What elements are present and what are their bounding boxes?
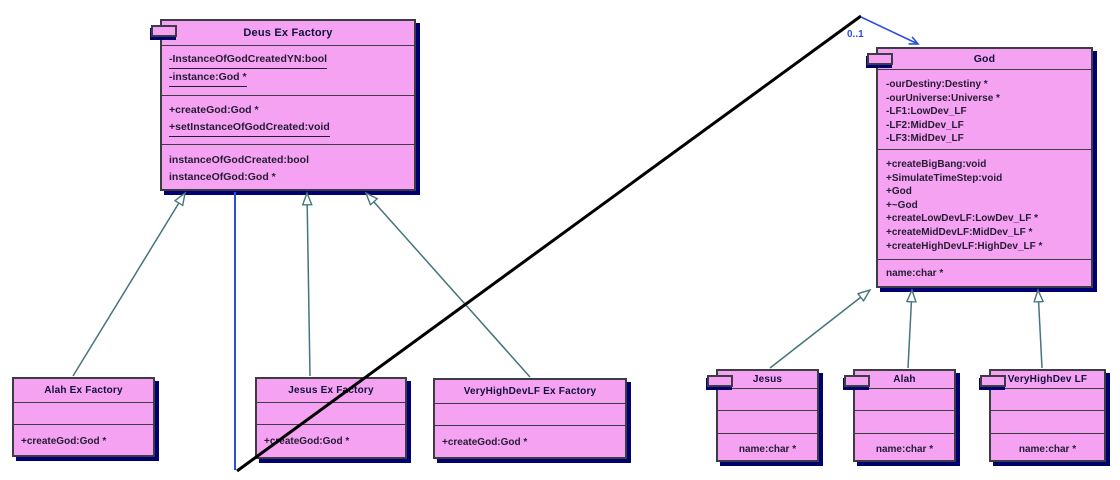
attributes-compartment	[257, 402, 405, 424]
class-box-deus-ex-factory[interactable]: Deus Ex Factory -InstanceOfGodCreatedYN:…	[151, 19, 416, 192]
generalization-jesus-to-god	[769, 290, 870, 369]
properties-compartment: name:char *	[718, 433, 817, 464]
class-box-veryhighdevlf-ex-factory[interactable]: VeryHighDevLF Ex Factory +createGod:God …	[433, 378, 627, 459]
generalization-jesusf-to-deus	[307, 193, 310, 377]
properties-compartment: instanceOfGodCreated:bool instanceOfGod:G…	[162, 144, 414, 192]
association-arrow-to-god	[860, 16, 918, 44]
generalization-vhdf-to-deus	[366, 193, 531, 378]
attributes-compartment	[435, 403, 625, 425]
class-member: +createGod:God *	[169, 104, 259, 116]
class-member: -InstanceOfGodCreatedYN:bool	[162, 51, 414, 69]
methods-compartment	[855, 410, 954, 433]
attributes-compartment	[14, 402, 153, 424]
class-member: instanceOfGod:God *	[169, 171, 276, 183]
class-member: +SimulateTimeStep:void	[886, 172, 1003, 184]
methods-compartment: +createGod:God *	[257, 424, 405, 459]
class-member: +createMidDevLF:MidDev_LF *	[886, 226, 1033, 238]
class-box-jesus-ex-factory[interactable]: Jesus Ex Factory +createGod:God *	[255, 377, 407, 459]
methods-compartment: +createGod:God *	[435, 425, 625, 460]
class-box-veryhighdev-lf[interactable]: VeryHighDev LF name:char *	[980, 369, 1106, 464]
class-title: VeryHighDevLF Ex Factory	[463, 386, 597, 397]
class-box-god[interactable]: God -ourDestiny:Destiny * -ourUniverse:Un…	[867, 47, 1093, 290]
class-member: name:char *	[738, 444, 797, 455]
class-icon	[707, 375, 733, 387]
class-icon	[844, 375, 870, 387]
class-member: instanceOfGodCreated:bool	[169, 154, 310, 166]
properties-compartment: name:char *	[878, 259, 1091, 290]
class-member: +createBigBang:void	[886, 159, 987, 170]
class-title: Deus Ex Factory	[243, 27, 333, 39]
properties-compartment: name:char *	[991, 433, 1104, 464]
attributes-compartment: -InstanceOfGodCreatedYN:bool-instance:Go…	[162, 45, 414, 95]
class-title: Alah Ex Factory	[44, 385, 123, 396]
class-member: +createHighDevLF:HighDev_LF *	[886, 240, 1043, 252]
properties-compartment: name:char *	[855, 433, 954, 464]
class-member: -instance:God *	[162, 69, 414, 87]
class-member: +createGod:God *	[442, 437, 528, 448]
methods-compartment	[991, 410, 1104, 433]
generalization-alah-to-god	[908, 290, 912, 369]
attributes-compartment	[991, 388, 1104, 410]
class-member: name:char *	[1018, 444, 1077, 455]
attributes-compartment	[855, 388, 954, 410]
methods-compartment: +createGod:God *	[14, 424, 153, 459]
class-member: +setInstanceOfGodCreated:void	[162, 119, 414, 137]
class-member: -LF3:MidDev_LF	[886, 133, 964, 145]
class-box-alah-ex-factory[interactable]: Alah Ex Factory +createGod:God *	[12, 377, 155, 457]
class-member: +God	[886, 186, 912, 198]
class-icon	[151, 25, 177, 37]
class-member: -ourDestiny:Destiny *	[886, 79, 988, 90]
class-title: Alah	[893, 374, 916, 385]
class-member: +createGod:God *	[21, 436, 107, 447]
class-box-alah[interactable]: Alah name:char *	[844, 369, 956, 464]
class-member: +createGod:God *	[264, 436, 350, 447]
methods-compartment	[718, 410, 817, 433]
class-title: God	[973, 53, 996, 65]
class-title: VeryHighDev LF	[1007, 374, 1088, 385]
class-icon	[980, 375, 1006, 387]
attributes-compartment: -ourDestiny:Destiny * -ourUniverse:Univer…	[878, 69, 1091, 149]
class-box-jesus[interactable]: Jesus name:char *	[707, 369, 819, 464]
class-member: -LF1:LowDev_LF	[886, 106, 967, 118]
multiplicity-label: 0..1	[847, 29, 864, 40]
methods-compartment: +createBigBang:void +SimulateTimeStep:voi…	[878, 149, 1091, 259]
class-title: Jesus Ex Factory	[288, 385, 374, 396]
class-member: -LF2:MidDev_LF	[886, 119, 964, 131]
methods-compartment: +createGod:God * +setInstanceOfGodCreated…	[162, 95, 414, 144]
class-member: -ourUniverse:Universe *	[886, 92, 1000, 104]
class-member: name:char *	[875, 444, 934, 455]
class-member: name:char *	[886, 268, 944, 279]
class-member: +createLowDevLF:LowDev_LF *	[886, 213, 1038, 225]
generalization-alahf-to-deus	[72, 193, 185, 377]
class-icon	[867, 53, 893, 65]
generalization-vhd-to-god	[1038, 290, 1042, 369]
class-member: +~God	[886, 199, 918, 211]
attributes-compartment	[718, 388, 817, 410]
